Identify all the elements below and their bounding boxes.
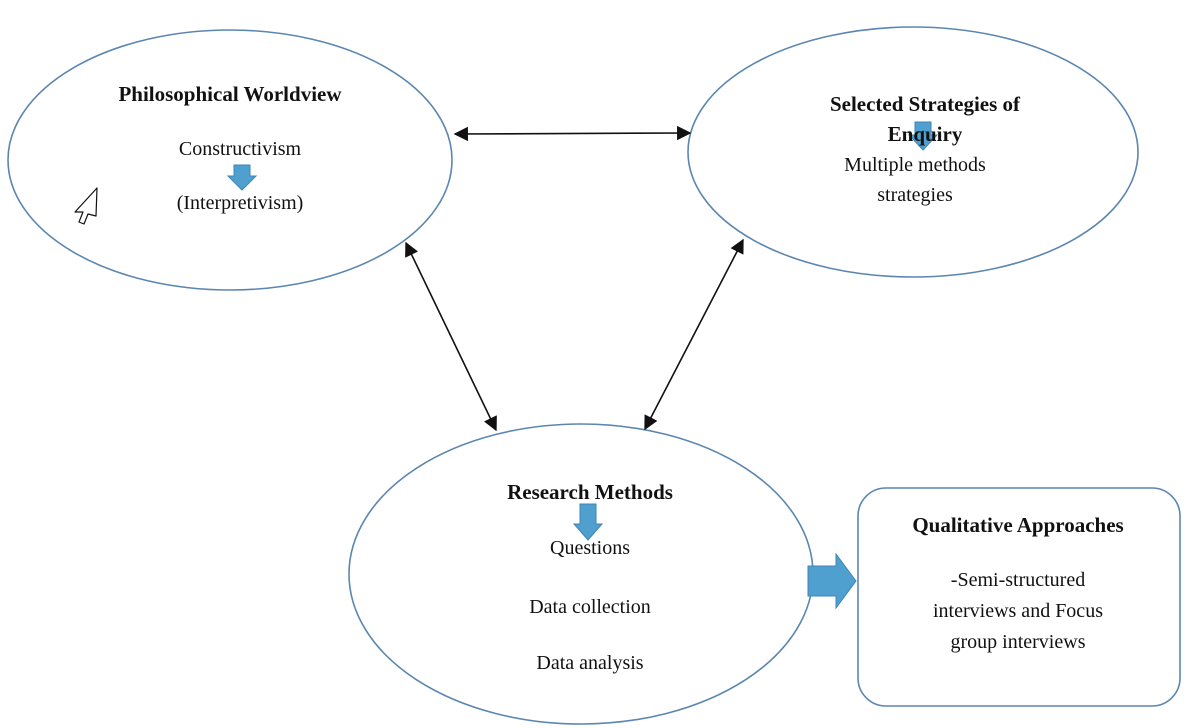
connector-worldview-methods — [405, 241, 497, 432]
connector-worldview-strategies — [453, 125, 692, 142]
qualitative-body: interviews and Focus — [933, 600, 1103, 622]
mouse-pointer-icon — [74, 187, 98, 225]
strategies-title: Enquiry — [887, 122, 963, 146]
connector-strategies-methods — [644, 238, 744, 431]
worldview-item: (Interpretivism) — [176, 192, 304, 214]
down-arrow-icon — [572, 503, 604, 541]
worldview-ellipse — [7, 29, 453, 291]
strategies-title: Selected Strategies of — [829, 92, 1021, 116]
down-arrow-icon — [226, 164, 258, 191]
down-arrow-icon — [907, 121, 939, 151]
qualitative-body: group interviews — [950, 631, 1086, 653]
methods-item: Questions — [550, 537, 630, 559]
methods-title: Research Methods — [507, 480, 673, 504]
worldview-item: Constructivism — [178, 138, 302, 160]
qualitative-title: Qualitative Approaches — [912, 513, 1124, 537]
strategies-body: Multiple methods — [844, 154, 986, 176]
block-arrow-right-icon — [807, 552, 857, 610]
methods-item: Data collection — [529, 596, 651, 618]
strategies-body: strategies — [877, 184, 953, 206]
qualitative-box — [857, 487, 1181, 707]
strategies-ellipse — [687, 26, 1139, 278]
worldview-title: Philosophical Worldview — [118, 82, 342, 106]
methods-ellipse — [348, 423, 814, 725]
qualitative-body: -Semi-structured — [950, 569, 1086, 591]
methods-item: Data analysis — [536, 652, 644, 674]
